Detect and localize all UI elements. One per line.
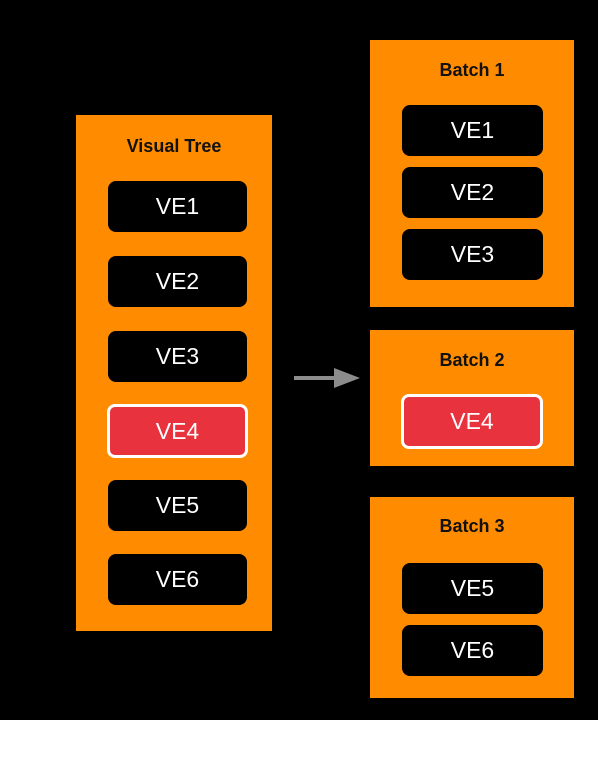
batch-1-item-ve3: VE3: [402, 229, 543, 280]
tree-item-ve4: VE4: [107, 404, 248, 458]
batch-3-panel: Batch 3 VE5 VE6: [370, 497, 574, 698]
batch-3-item-ve5: VE5: [402, 563, 543, 614]
visual-tree-panel: Visual Tree VE1 VE2 VE3 VE4 VE5 VE6: [76, 115, 272, 631]
visual-tree-title: Visual Tree: [126, 136, 222, 156]
tree-item-ve6: VE6: [108, 554, 247, 605]
batch-2-title: Batch 2: [439, 350, 505, 370]
batch-1-item-ve2: VE2: [402, 167, 543, 218]
tree-item-ve3: VE3: [108, 331, 247, 382]
right-arrow-icon: [294, 368, 360, 388]
batch-2-panel: Batch 2 VE4: [370, 330, 574, 466]
tree-item-ve2: VE2: [108, 256, 247, 307]
batch-3-item-ve6: VE6: [402, 625, 543, 676]
batch-1-panel: Batch 1 VE1 VE2 VE3: [370, 40, 574, 307]
diagram-canvas: Visual Tree VE1 VE2 VE3 VE4 VE5 VE6 Batc…: [0, 0, 598, 720]
batch-1-title: Batch 1: [439, 60, 505, 80]
tree-item-ve5: VE5: [108, 480, 247, 531]
batch-2-item-ve4: VE4: [401, 394, 543, 449]
batch-3-title: Batch 3: [439, 516, 505, 536]
batch-1-item-ve1: VE1: [402, 105, 543, 156]
tree-item-ve1: VE1: [108, 181, 247, 232]
